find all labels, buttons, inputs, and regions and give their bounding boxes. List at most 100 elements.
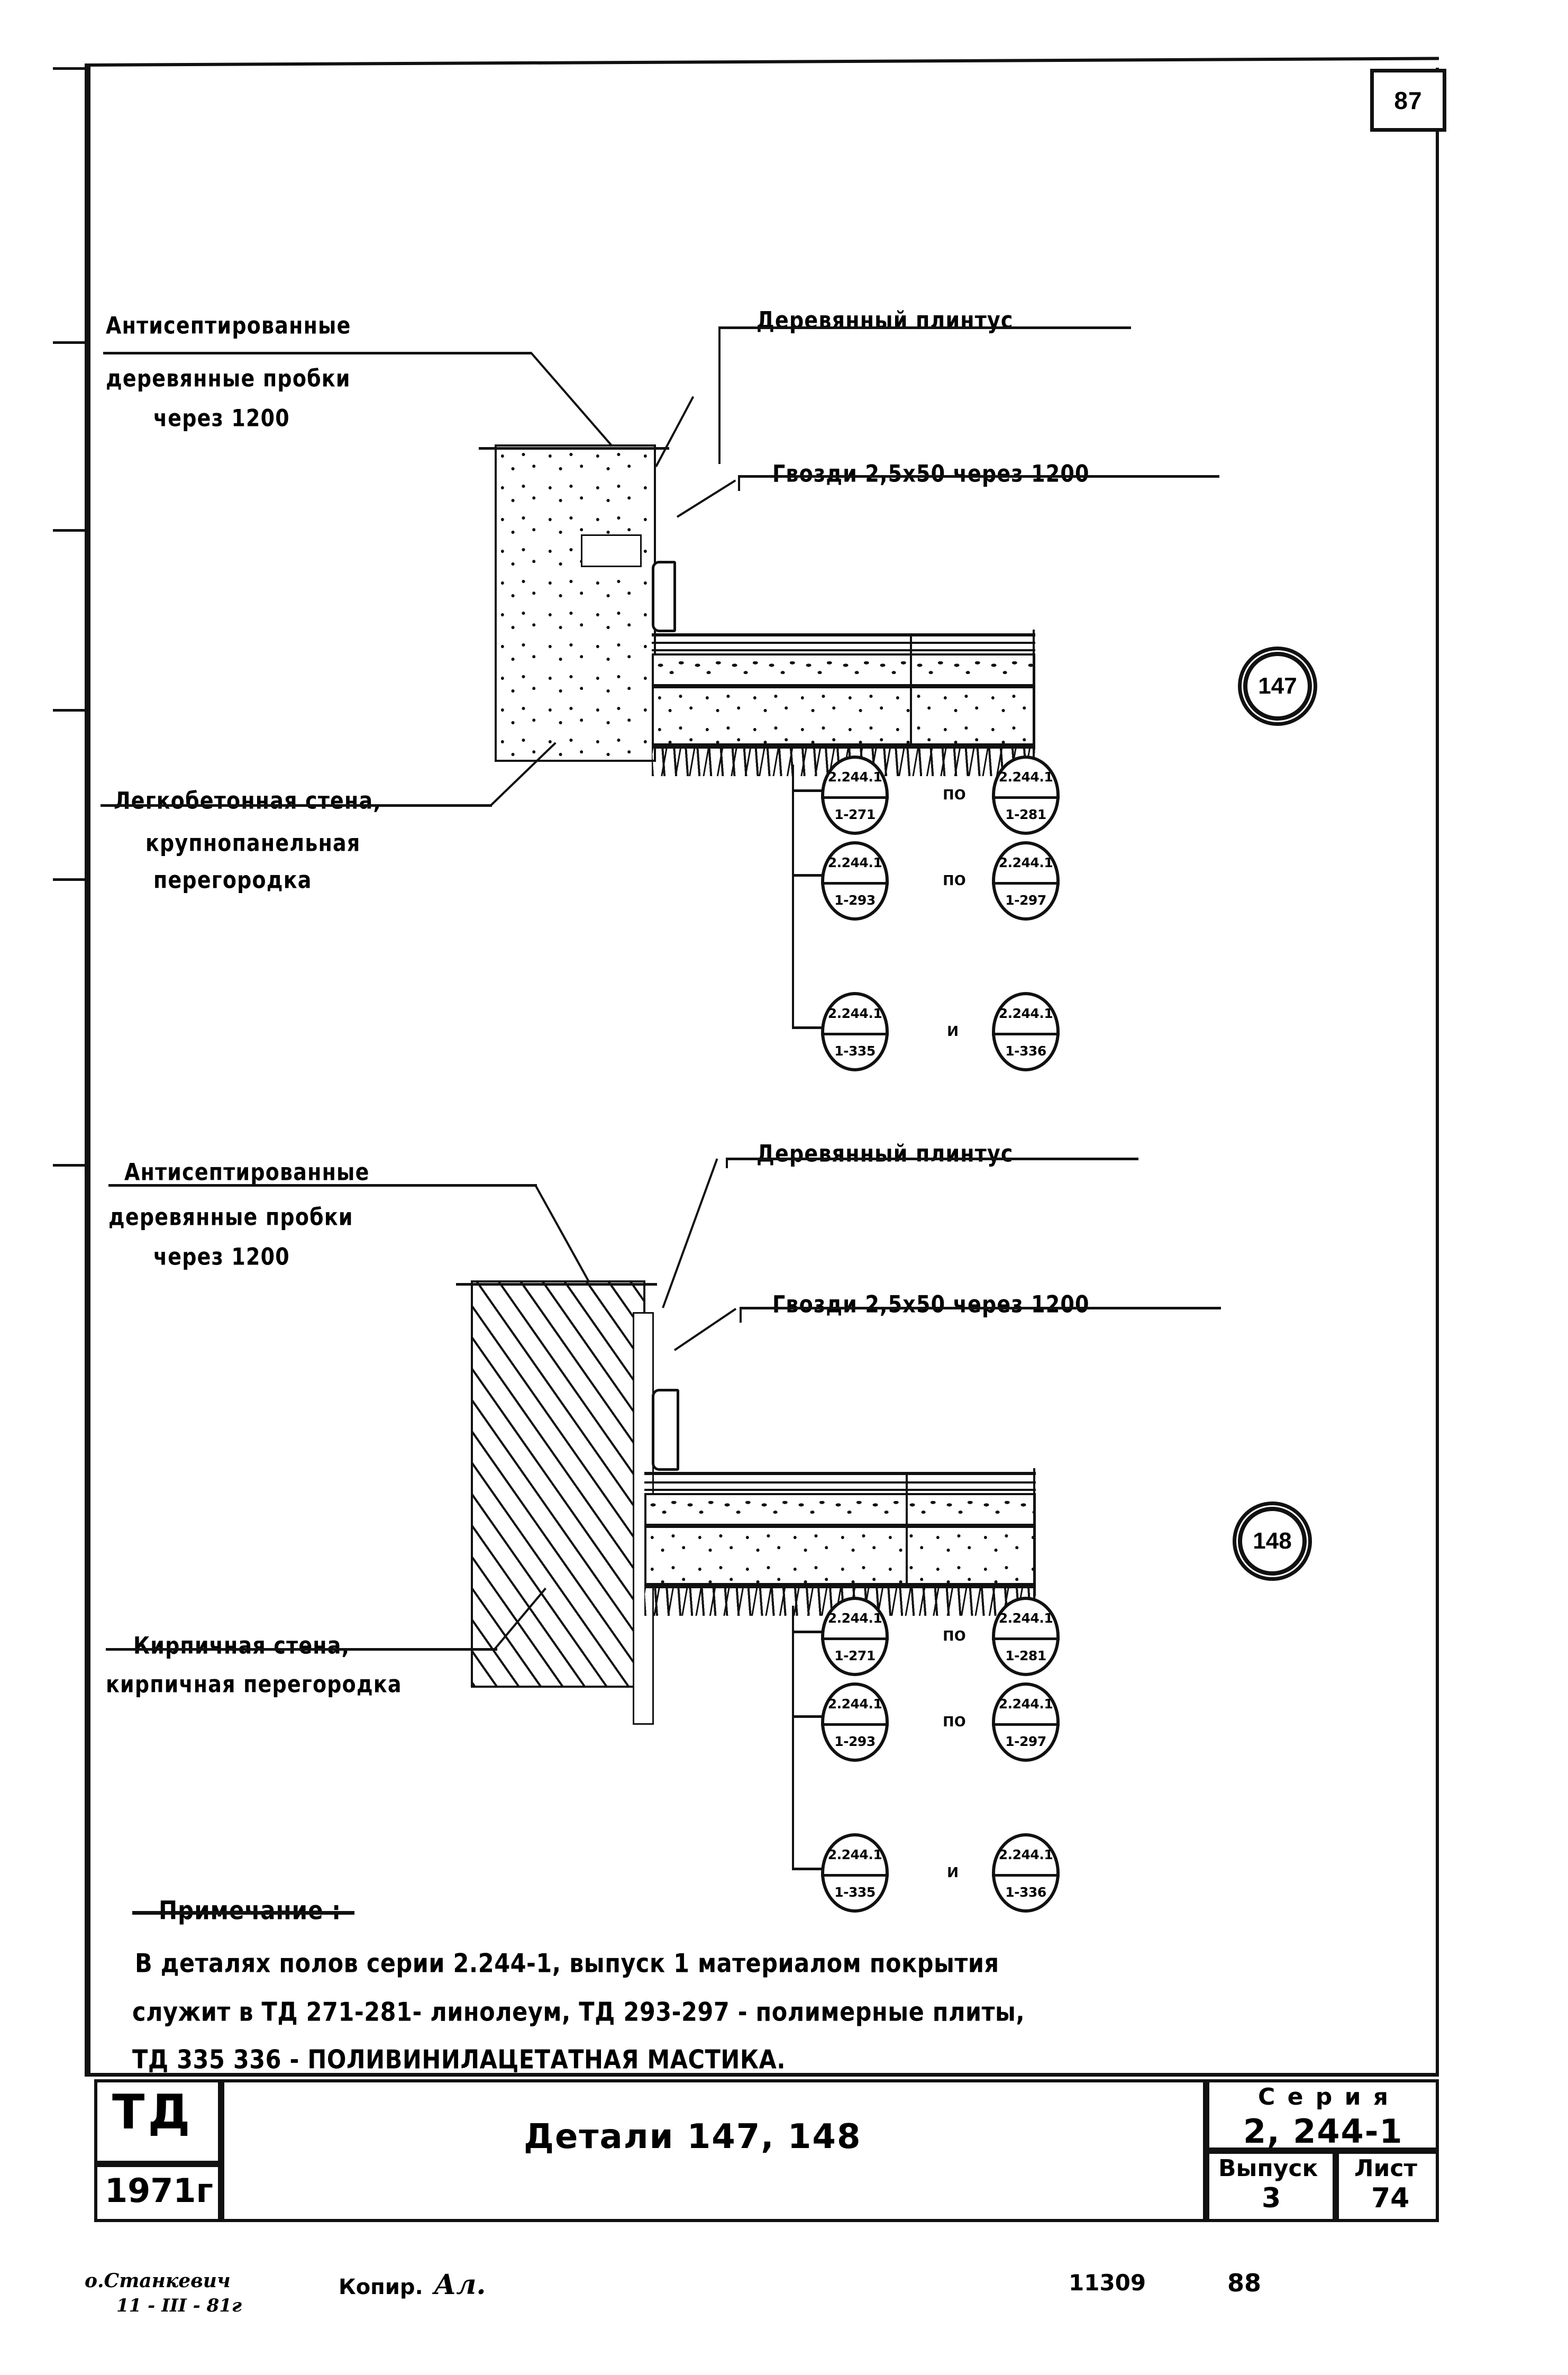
- nails-leader-vertical: [740, 1307, 742, 1323]
- nails-leader: [740, 1307, 1221, 1309]
- detail-number-value: 148: [1253, 1528, 1292, 1554]
- floor-joint-line: [906, 1472, 908, 1586]
- code-detail: 1-335: [834, 1043, 876, 1059]
- code-series: 2.244.1: [827, 1696, 882, 1712]
- title-block-year-cell: [94, 2164, 221, 2222]
- code-conjunction: по: [943, 782, 966, 804]
- margin-tick: [53, 529, 85, 532]
- margin-tick: [53, 67, 85, 70]
- floor-covering-line3: [644, 1489, 1036, 1491]
- code-series: 2.244.1: [998, 1610, 1053, 1626]
- detail-number-value: 147: [1258, 673, 1297, 699]
- skirting-leader-diagonal: [662, 1158, 718, 1308]
- code-ellipse: 2.244.1 1-297: [992, 1682, 1060, 1762]
- code-divider: [821, 1723, 889, 1726]
- sheet-frame-right: [1436, 68, 1439, 2073]
- code-series: 2.244.1: [827, 855, 882, 870]
- code-conjunction: по: [943, 1623, 966, 1645]
- code-ellipse: 2.244.1 1-335: [821, 992, 889, 1071]
- margin-tick: [53, 341, 85, 344]
- code-detail: 1-297: [1005, 893, 1046, 908]
- nails-leader-diagonal: [673, 1308, 737, 1351]
- wall-top-break-line: [479, 447, 669, 450]
- margin-tick: [53, 709, 85, 712]
- copier-label: Копир.: [339, 2275, 423, 2299]
- nails-label: Гвозди 2,5х50 через 1200: [772, 1290, 1090, 1318]
- code-ellipse: 2.244.1 1-293: [821, 841, 889, 921]
- code-series: 2.244.1: [998, 769, 1053, 785]
- plugs-label-line2: деревянные пробки: [108, 1203, 353, 1231]
- title-block-org-cell: [94, 2079, 221, 2164]
- screed-layer: [644, 1493, 1036, 1526]
- title-block-series-cell: [1206, 2079, 1439, 2151]
- code-ellipse: 2.244.1 1-335: [821, 1833, 889, 1913]
- floor-joint-line: [910, 633, 912, 747]
- wall-top-break-line: [456, 1283, 657, 1286]
- code-divider: [992, 1723, 1060, 1726]
- code-conjunction: и: [947, 1018, 959, 1040]
- code-detail: 1-271: [834, 1648, 876, 1663]
- code-detail: 1-297: [1005, 1734, 1046, 1749]
- code-detail: 1-293: [834, 1734, 876, 1749]
- screed-layer: [652, 653, 1035, 686]
- wall-type-label-line1: Легкобетонная стена,: [114, 787, 381, 815]
- code-ellipse: 2.244.1 1-293: [821, 1682, 889, 1762]
- title-block-sheet-cell: [1336, 2151, 1439, 2222]
- code-divider: [992, 1874, 1060, 1877]
- brick-wall-section: [471, 1280, 645, 1688]
- code-conjunction: по: [943, 1709, 966, 1731]
- code-ellipse: 2.244.1 1-271: [821, 756, 889, 835]
- code-series: 2.244.1: [827, 1006, 882, 1021]
- drawing-title: Детали 147, 148: [524, 2117, 862, 2156]
- code-divider: [821, 1874, 889, 1877]
- signature-name: о.Станкевич: [85, 2270, 231, 2292]
- nails-leader-vertical: [738, 475, 740, 491]
- wooden-plug: [581, 534, 642, 567]
- title-block-issue-cell: [1206, 2151, 1336, 2222]
- sheet-frame-top: [84, 57, 1439, 67]
- code-series: 2.244.1: [998, 1006, 1053, 1021]
- sheet-value: 74: [1371, 2182, 1410, 2214]
- page-number: 87: [1394, 86, 1423, 114]
- plugs-leader-underline: [108, 1184, 537, 1187]
- code-ellipse: 2.244.1 1-271: [821, 1597, 889, 1676]
- wall-type-leader: [106, 1648, 497, 1651]
- series-label: С е р и я: [1258, 2083, 1390, 2110]
- wooden-skirting-board: [652, 1389, 679, 1471]
- floor-covering-top: [652, 633, 1035, 636]
- nails-label: Гвозди 2,5х50 через 1200: [772, 460, 1090, 488]
- code-detail: 1-336: [1005, 1885, 1046, 1900]
- sheet-frame-left: [85, 63, 90, 2074]
- code-divider: [821, 1637, 889, 1640]
- floor-covering-top: [644, 1472, 1036, 1475]
- code-divider: [992, 1637, 1060, 1640]
- code-ellipse: 2.244.1 1-281: [992, 1597, 1060, 1676]
- sheet-label: Лист: [1354, 2155, 1417, 2182]
- footer-left-code: 11309: [1069, 2270, 1146, 2296]
- floor-right-edge: [1033, 630, 1035, 780]
- code-series: 2.244.1: [827, 769, 882, 785]
- code-conjunction: и: [947, 1860, 959, 1881]
- concrete-base-layer: [652, 686, 1035, 745]
- note-line-3: ТД 335 336 - ПОЛИВИНИЛАЦЕТАТНАЯ МАСТИКА.: [132, 2045, 786, 2075]
- plugs-label-line3: через 1200: [153, 1243, 290, 1271]
- code-bracket-vertical-147: [792, 765, 794, 1029]
- title-block-title-cell: [221, 2079, 1206, 2222]
- detail-number-147: 147: [1238, 647, 1317, 726]
- code-divider: [821, 1033, 889, 1035]
- code-divider: [992, 1033, 1060, 1035]
- code-detail: 1-281: [1005, 1648, 1046, 1663]
- copier-signature: Ал.: [434, 2269, 486, 2301]
- year-value: 1971г: [105, 2171, 213, 2210]
- code-detail: 1-271: [834, 807, 876, 822]
- wall-type-label-line2: кирпичная перегородка: [106, 1670, 402, 1698]
- code-detail: 1-336: [1005, 1043, 1046, 1059]
- floor-covering-line3: [652, 649, 1035, 651]
- skirting-label: Деревянный плинтус: [756, 1140, 1014, 1168]
- code-ellipse: 2.244.1 1-297: [992, 841, 1060, 921]
- wall-type-label-line1: Кирпичная стена,: [133, 1632, 350, 1660]
- code-series: 2.244.1: [827, 1610, 882, 1626]
- code-bracket-vertical-148: [792, 1606, 794, 1870]
- skirting-leader: [726, 1158, 1138, 1160]
- note-line-2: служит в ТД 271-281- линолеум, ТД 293-29…: [132, 1997, 1025, 2027]
